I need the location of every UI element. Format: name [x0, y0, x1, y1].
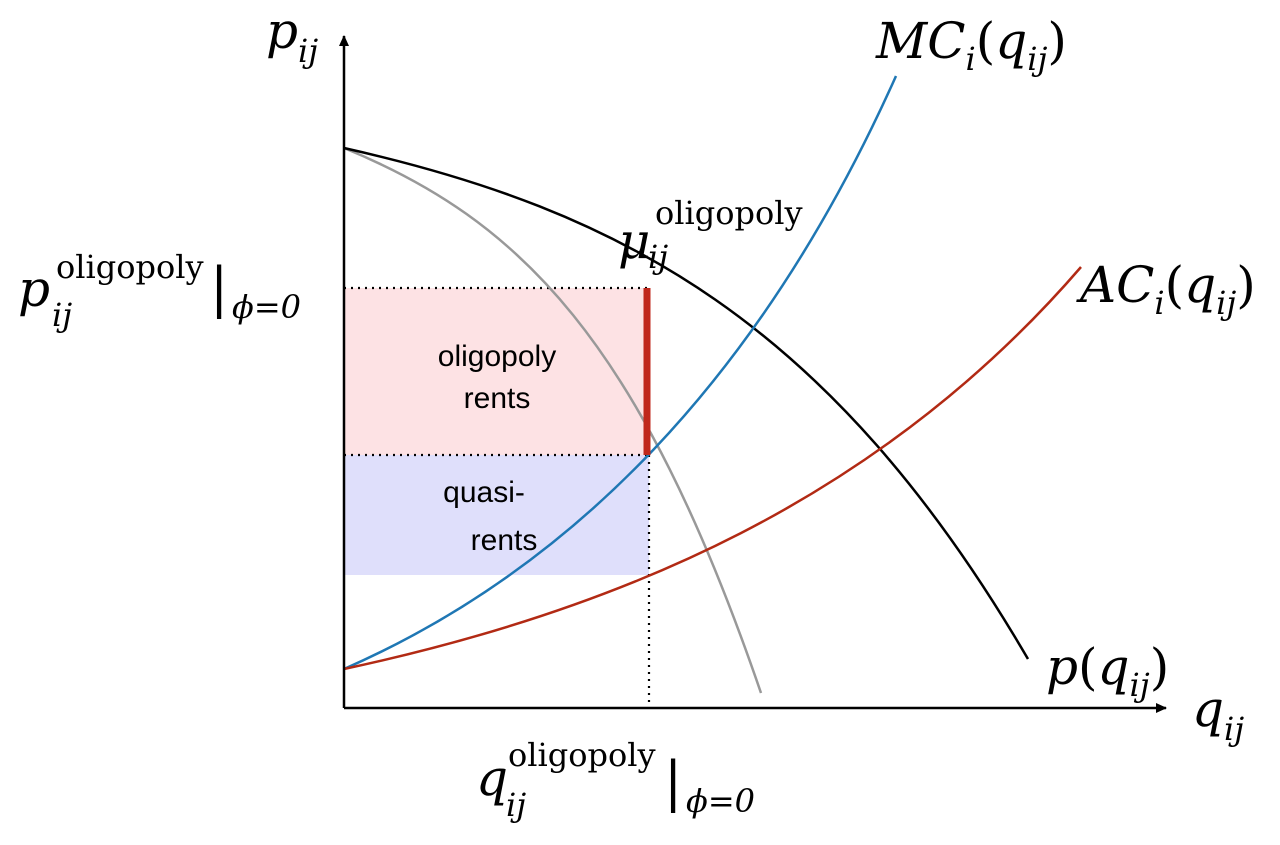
oligopoly-rents-label-line1: oligopoly	[438, 340, 556, 373]
price-label-sub: ij	[52, 296, 72, 334]
quantity-label-cond: ϕ=0	[686, 782, 755, 820]
oligopoly-rents-region	[344, 288, 649, 455]
quantity-label-bar: |	[664, 750, 682, 813]
marginal-cost-curve	[343, 75, 898, 671]
markup-label-base: μ	[618, 212, 651, 270]
mc-curve-label: MCi(qij)	[875, 12, 1067, 78]
marginal-revenue-curve	[343, 146, 763, 694]
price-label-sup: oligopoly	[56, 248, 204, 286]
price-label-cond: ϕ=0	[232, 288, 301, 326]
y-axis-label: pij	[266, 2, 318, 70]
quantity-label-sup: oligopoly	[508, 736, 656, 774]
quantity-label-base: q	[476, 749, 508, 807]
x-axis-label: qij	[1192, 680, 1244, 748]
quasi-rents-region	[344, 455, 649, 575]
demand-curve	[343, 146, 1030, 660]
oligopoly-rents-label-line2: rents	[464, 382, 531, 415]
markup-label-sub: ij	[648, 238, 668, 276]
markup-label-sup: oligopoly	[655, 194, 803, 232]
price-label-bar: |	[210, 256, 228, 319]
quasi-rents-label-line1: quasi-	[443, 476, 525, 509]
quasi-rents-label-line2: rents	[471, 524, 538, 557]
price-label-base: p	[18, 260, 50, 318]
demand-curve-label: p(qij)	[1046, 638, 1169, 704]
quantity-label-sub: ij	[506, 786, 526, 824]
ac-curve-label: ACi(qij)	[1076, 256, 1256, 322]
average-cost-curve	[343, 266, 1082, 671]
